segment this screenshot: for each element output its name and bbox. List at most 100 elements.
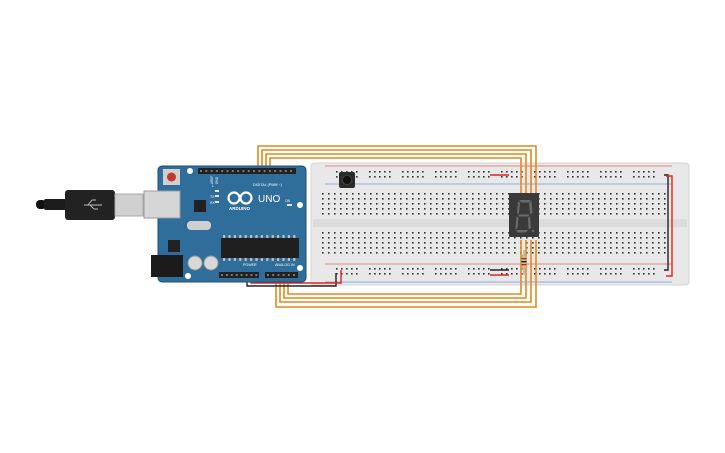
wire-orange-1[interactable]	[257, 145, 537, 195]
breadboard-hole	[376, 242, 378, 244]
analog-header[interactable]	[265, 272, 298, 278]
push-button-icon[interactable]	[342, 175, 352, 185]
seven-segment-display[interactable]	[509, 193, 539, 237]
breadboard-hole	[406, 213, 408, 215]
digital-header[interactable]	[198, 168, 296, 174]
breadboard-hole	[364, 203, 366, 205]
breadboard-hole	[370, 208, 372, 210]
breadboard-hole	[442, 213, 444, 215]
ic-pin	[266, 258, 269, 261]
mounting-hole	[185, 273, 191, 279]
breadboard-hole	[616, 193, 618, 195]
breadboard-hole	[406, 242, 408, 244]
breadboard-hole	[502, 242, 504, 244]
breadboard-hole	[334, 232, 336, 234]
rail-hole	[539, 268, 541, 270]
breadboard-hole	[664, 252, 666, 254]
wire-orange-7[interactable]	[283, 240, 527, 299]
wire-red-right-link[interactable]	[666, 175, 673, 277]
breadboard-hole	[322, 237, 324, 239]
breadboard-hole	[370, 232, 372, 234]
breadboard-hole	[610, 247, 612, 249]
breadboard-hole	[628, 252, 630, 254]
breadboard-hole	[394, 203, 396, 205]
breadboard-hole	[460, 242, 462, 244]
power-jack[interactable]	[151, 255, 183, 277]
breadboard-hole	[418, 193, 420, 195]
breadboard-hole	[544, 203, 546, 205]
push-button[interactable]	[339, 172, 355, 188]
rail-hole	[440, 171, 442, 173]
rail-hole	[450, 171, 452, 173]
mounting-hole	[297, 265, 303, 271]
rail-hole	[417, 273, 419, 275]
breadboard-hole	[430, 247, 432, 249]
resistor[interactable]	[521, 250, 527, 275]
breadboard-hole	[466, 203, 468, 205]
breadboard-hole	[634, 252, 636, 254]
wire-orange-2[interactable]	[261, 149, 532, 195]
rail-hole	[374, 171, 376, 173]
breadboard-hole	[592, 242, 594, 244]
wires-power[interactable]	[246, 174, 673, 287]
rail-hole	[435, 273, 437, 275]
rail-hole	[468, 171, 470, 173]
wire-orange-6[interactable]	[279, 240, 532, 303]
rail-hole	[445, 171, 447, 173]
header-pin	[215, 170, 218, 172]
rail-hole	[369, 273, 371, 275]
rail-hole	[506, 176, 508, 178]
ic-pin	[223, 235, 226, 238]
reset-button[interactable]	[167, 172, 176, 182]
breadboard-hole	[508, 232, 510, 234]
breadboard[interactable]	[310, 162, 690, 286]
wire-black-right-link[interactable]	[664, 174, 669, 271]
header-pin	[200, 170, 202, 172]
breadboard-hole	[460, 198, 462, 200]
breadboard-hole	[388, 232, 390, 234]
breadboard-hole	[358, 252, 360, 254]
breadboard-hole	[454, 198, 456, 200]
rail-hole	[473, 273, 475, 275]
breadboard-hole	[358, 247, 360, 249]
usb-cable-icon[interactable]	[36, 190, 144, 220]
rail-hole	[384, 176, 386, 178]
breadboard-hole	[544, 232, 546, 234]
breadboard-hole	[412, 237, 414, 239]
wire-orange-5[interactable]	[275, 240, 537, 308]
breadboard-hole	[502, 213, 504, 215]
wires-bottom[interactable]	[275, 240, 537, 308]
wire-orange-8[interactable]	[287, 240, 522, 295]
ic-pin	[250, 235, 253, 238]
wire-orange-3[interactable]	[265, 153, 527, 195]
usb-cable-strain	[44, 199, 66, 210]
breadboard-hole	[358, 237, 360, 239]
breadboard-hole	[586, 252, 588, 254]
rail-hole	[455, 171, 457, 173]
breadboard-hole	[370, 203, 372, 205]
rail-hole	[582, 176, 584, 178]
breadboard-hole	[394, 252, 396, 254]
header-pin	[225, 274, 228, 276]
breadboard-hole	[628, 232, 630, 234]
breadboard-hole	[424, 193, 426, 195]
breadboard-hole	[490, 203, 492, 205]
arduino-brand-text: ARDUINO	[229, 206, 250, 211]
breadboard-hole	[484, 242, 486, 244]
breadboard-hole	[616, 237, 618, 239]
breadboard-hole	[430, 232, 432, 234]
rail-hole	[506, 268, 508, 270]
rail-hole	[473, 171, 475, 173]
breadboard-hole	[562, 252, 564, 254]
wire-orange-4[interactable]	[269, 157, 522, 195]
power-header[interactable]	[219, 272, 259, 278]
rail-hole	[587, 273, 589, 275]
breadboard-hole	[508, 252, 510, 254]
breadboard-hole	[478, 198, 480, 200]
breadboard-hole	[556, 208, 558, 210]
usb-b-port[interactable]	[143, 190, 181, 219]
breadboard-hole	[652, 213, 654, 215]
wires-top[interactable]	[257, 145, 537, 195]
arduino-uno-board[interactable]: ARDUINO UNO DIGITAL (PWM ~) POWER ANALOG…	[143, 165, 307, 283]
